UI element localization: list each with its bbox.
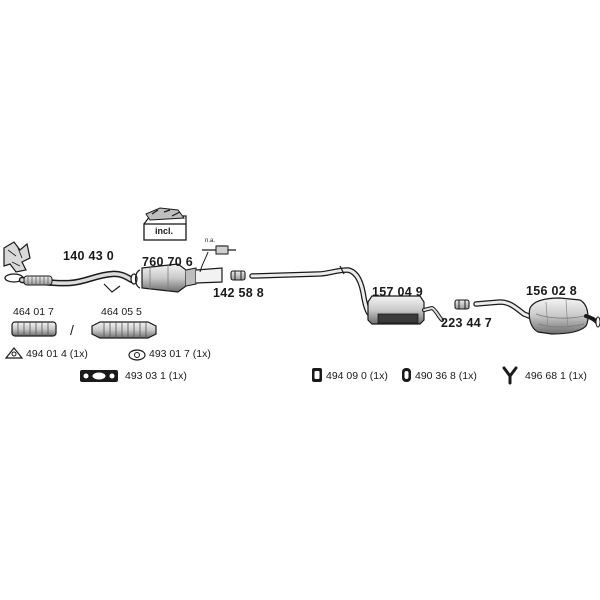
accessory-label-4: 494 09 0 (1x) [326,370,388,382]
accessory-label-1: 494 01 4 (1x) [26,348,88,360]
part-label-catalyst: 760 70 6 [142,255,194,269]
part-label-middle-silencer: 157 04 9 [372,285,424,299]
separator-slash: / [70,322,74,338]
oval-gasket-icon [128,349,146,361]
flex-pipe-b-drawing[interactable] [91,321,157,339]
catalyst-drawing[interactable] [134,263,223,293]
lambda-na-label: n.a. [205,238,216,244]
lambda-sensor-drawing [199,245,236,273]
rubber-ring-icon [402,368,411,382]
middle-pipe-drawing[interactable] [249,265,444,325]
parts-box[interactable] [143,207,187,241]
triangle-gasket-icon [4,347,24,359]
part-label-connector-2: 223 44 7 [441,316,493,330]
box-incl-label: incl. [155,226,174,236]
part-label-connector-1: 142 58 8 [213,286,265,300]
clamp-1-drawing[interactable] [230,270,246,281]
flex-pipe-a-drawing[interactable] [11,321,57,337]
accessory-label-3: 493 03 1 (1x) [125,370,187,382]
accessory-label-5: 490 36 8 (1x) [415,370,477,382]
part-label-flex-pipe-a: 464 01 7 [13,306,54,318]
front-pipe-drawing[interactable] [3,241,138,293]
clamp-2-drawing[interactable] [454,299,470,310]
rear-silencer-drawing[interactable] [473,297,600,335]
y-bracket-icon [502,366,518,385]
part-label-front-pipe: 140 43 0 [63,249,115,263]
accessory-label-2: 493 01 7 (1x) [149,348,211,360]
rubber-mount-icon [312,368,322,382]
part-label-flex-pipe-b: 464 05 5 [101,306,142,318]
flange-gasket-icon [80,370,118,382]
part-label-rear-silencer: 156 02 8 [526,284,578,298]
accessory-label-6: 496 68 1 (1x) [525,370,587,382]
